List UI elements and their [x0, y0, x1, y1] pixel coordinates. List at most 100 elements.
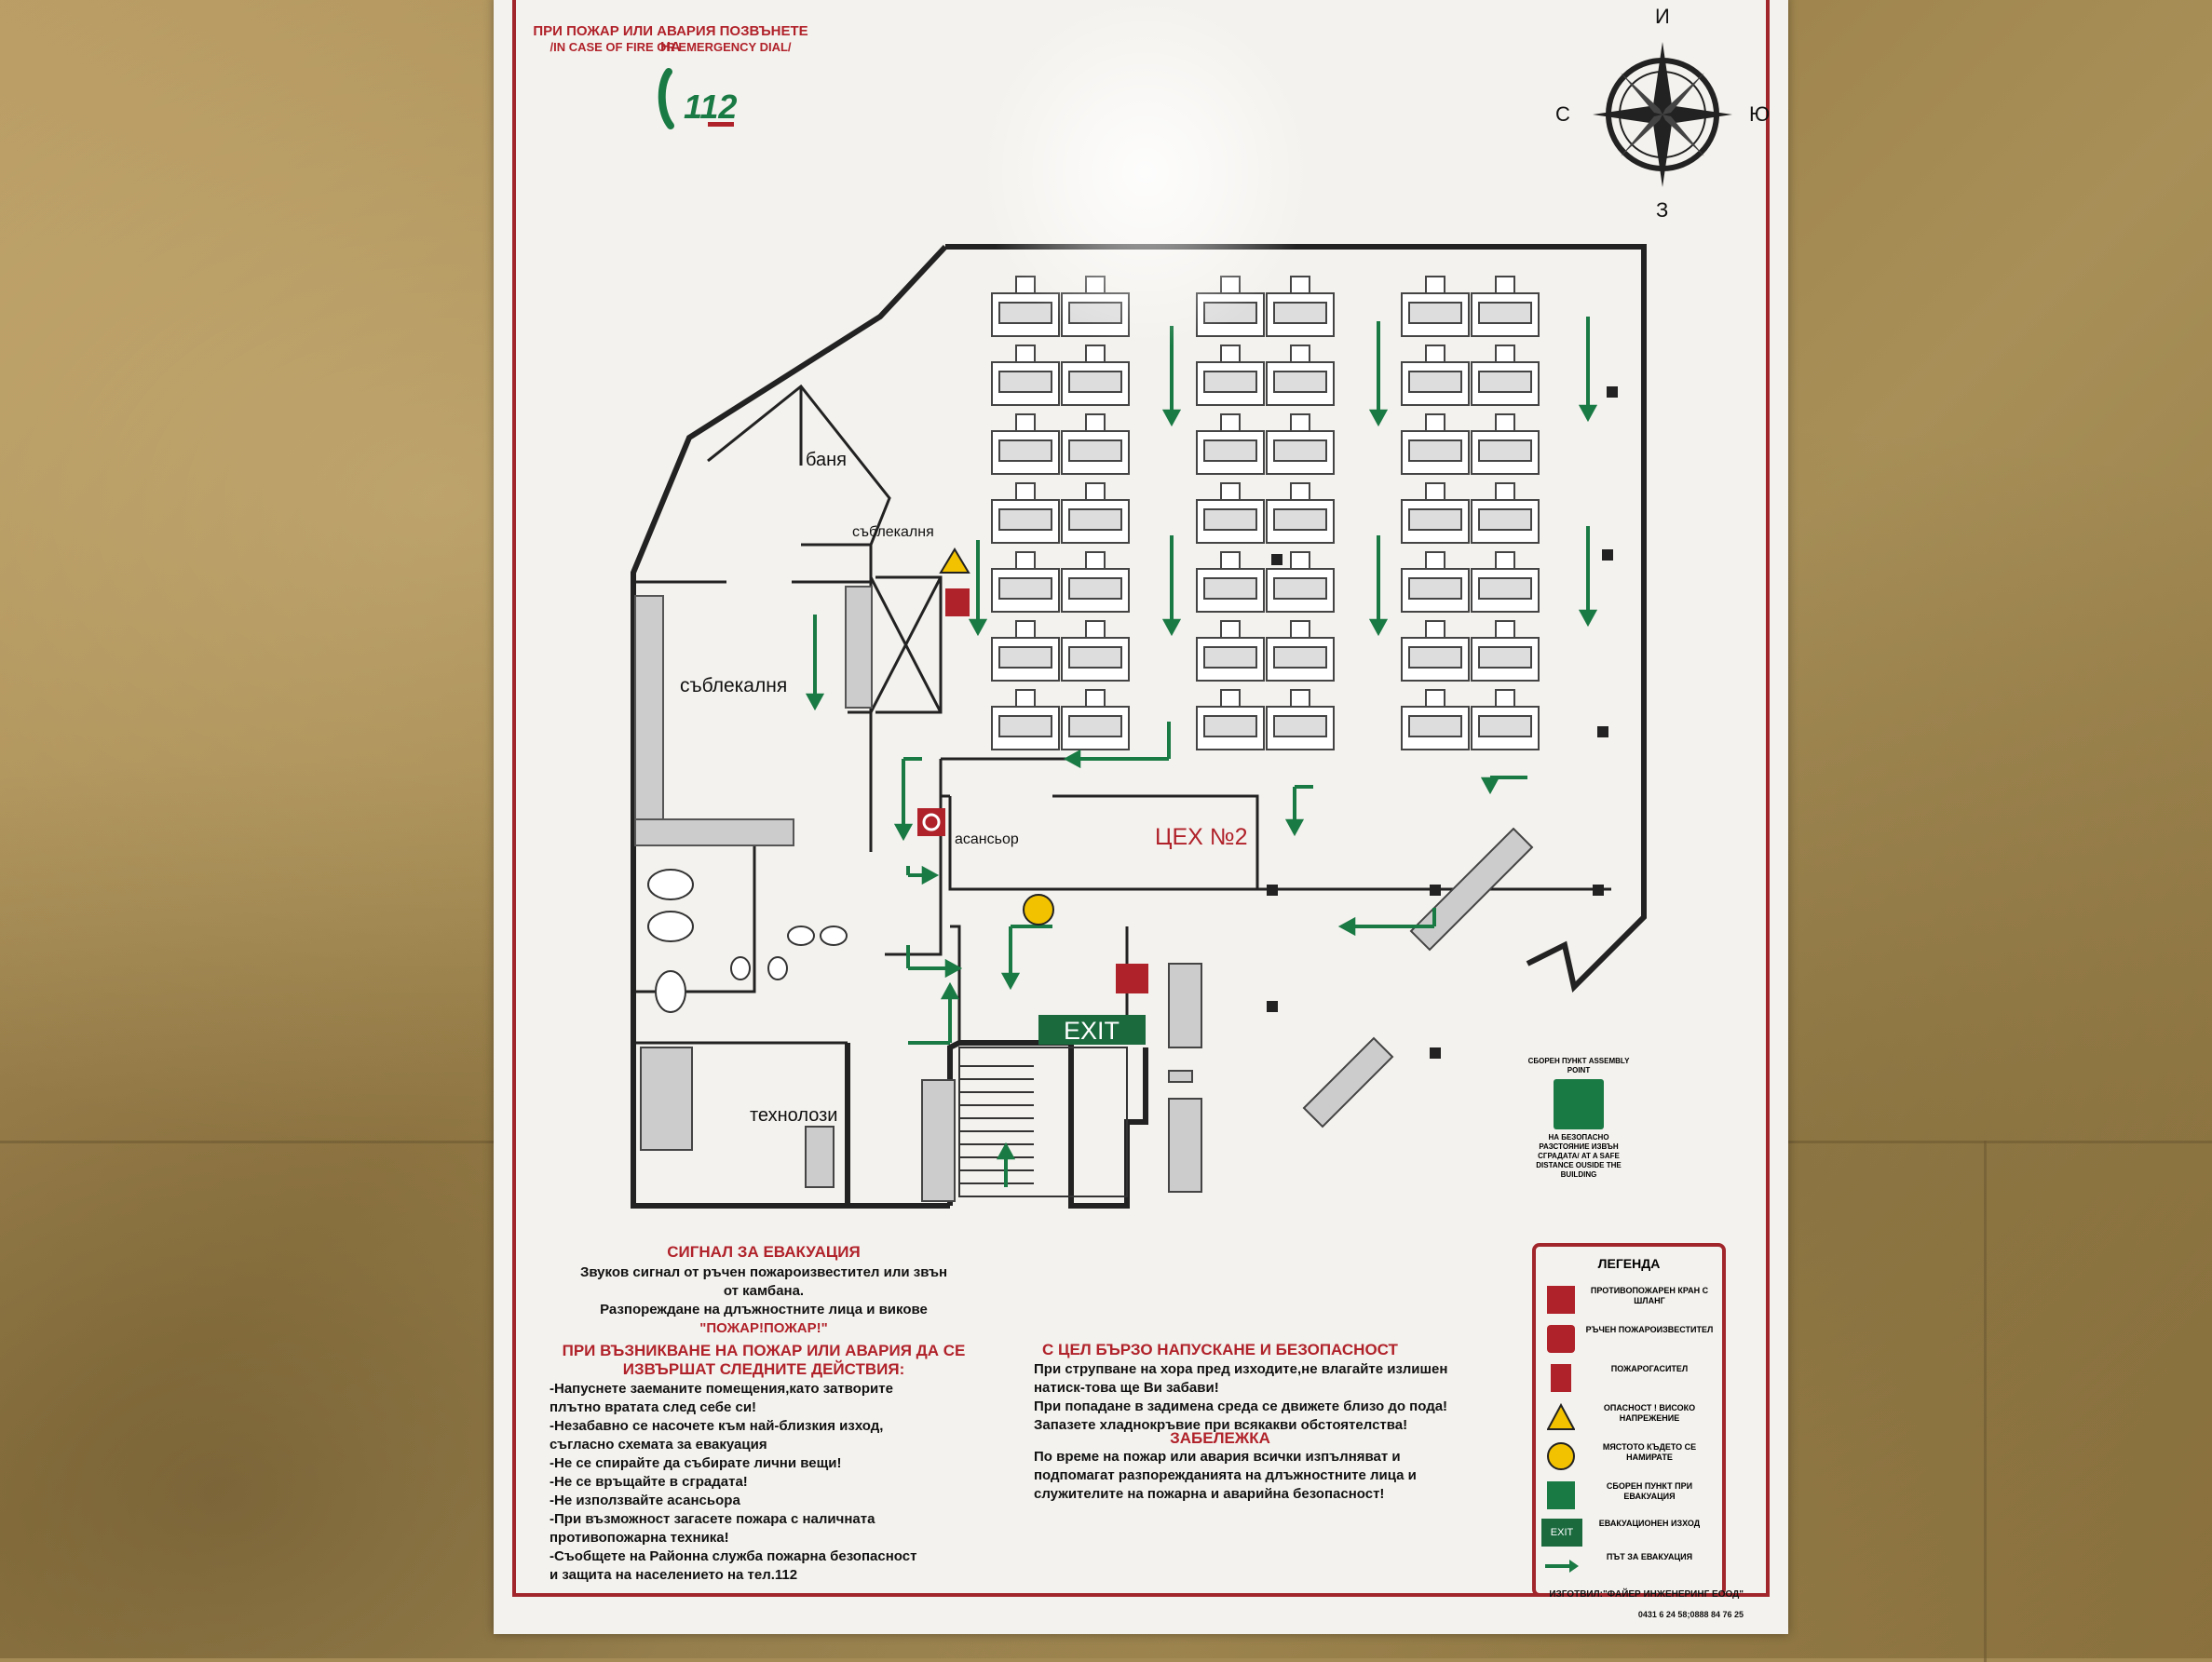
- legend-row: РЪЧЕН ПОЖАРОИЗВЕСТИТЕЛ: [1547, 1323, 1715, 1357]
- legend-row: ПЪТ ЗА ЕВАКУАЦИЯ: [1545, 1550, 1715, 1584]
- action-line: -Съобщете на Районна служба пожарна безо…: [550, 1548, 917, 1564]
- machine-desk: [1401, 413, 1470, 475]
- equipment: [640, 827, 1534, 1202]
- phone-112-logo: 112: [652, 61, 764, 135]
- evacuation-arrow-head: [1578, 609, 1598, 628]
- machine-desk: [991, 482, 1060, 544]
- machine-desk: [1471, 620, 1540, 682]
- room-label-changing-small: съблекалня: [852, 524, 934, 540]
- assembly-point: СБОРЕН ПУНКТ ASSEMBLY POINT НА БЕЗОПАСНО…: [1527, 1057, 1630, 1180]
- action-line: -Напуснете заеманите помещения,като затв…: [550, 1381, 893, 1397]
- machine-desk: [1266, 345, 1335, 406]
- evacuation-arrow-head: [1161, 618, 1182, 637]
- toilets: [647, 869, 848, 1013]
- machine-desk: [1196, 413, 1265, 475]
- machine-desk: [1266, 689, 1335, 750]
- legend-row: ПОЖАРОГАСИТЕЛ: [1547, 1362, 1715, 1396]
- machine-desk: [1401, 276, 1470, 337]
- evacuation-arrow-icon: [1545, 1560, 1579, 1573]
- compass-west: С: [1555, 102, 1570, 126]
- machine-desk: [1266, 482, 1335, 544]
- machine-desk: [1471, 689, 1540, 750]
- safety-line: При попадане в задимена среда се движете…: [1034, 1399, 1448, 1414]
- evacuation-arrow-head: [921, 865, 940, 885]
- evacuation-arrow-head: [1368, 409, 1389, 427]
- action-line: -Не използвайте асансьора: [550, 1493, 740, 1508]
- machine-desk: [1061, 620, 1130, 682]
- machine-desk: [1401, 551, 1470, 613]
- legend-box: ЛЕГЕНДА ПРОТИВОПОЖАРЕН КРАН С ШЛАНГ РЪЧЕ…: [1532, 1243, 1726, 1597]
- evacuation-arrow-head: [1284, 818, 1305, 837]
- machine-desk: [991, 620, 1060, 682]
- machine-desk: [1061, 551, 1130, 613]
- compass-south: З: [1656, 198, 1669, 222]
- extinguisher-icon: [945, 588, 970, 616]
- action-line: -Не се спирайте да събирате лични вещи!: [550, 1455, 842, 1471]
- assembly-title: СБОРЕН ПУНКТ ASSEMBLY POINT: [1527, 1057, 1630, 1074]
- evacuation-arrow-head: [1578, 404, 1598, 423]
- legend-label: ПОЖАРОГАСИТЕЛ: [1610, 1364, 1689, 1373]
- extinguisher-icon: [1551, 1364, 1571, 1392]
- legend-row: ПРОТИВОПОЖАРЕН КРАН С ШЛАНГ: [1547, 1284, 1715, 1317]
- note-list: По време на пожар или авария всички изпъ…: [1034, 1448, 1500, 1504]
- compass-east: Ю: [1749, 102, 1771, 126]
- compass-north: И: [1655, 5, 1670, 28]
- evacuation-plan-poster: ПРИ ПОЖАР ИЛИ АВАРИЯ ПОЗВЪНЕТЕ НА /IN CA…: [494, 0, 1788, 1634]
- signal-line-1: Звуков сигнал от ръчен пожароизвестител …: [579, 1264, 948, 1280]
- evacuation-arrow-head: [805, 693, 825, 711]
- exit-sign-label: EXIT: [1064, 1017, 1120, 1045]
- fire-hose-icon: [1547, 1286, 1575, 1314]
- legend-label: МЯСТОТО КЪДЕТО СЕ НАМИРАТЕ: [1602, 1442, 1697, 1462]
- machine-desk: [1471, 345, 1540, 406]
- machine-desk: [1401, 482, 1470, 544]
- note-heading: ЗАБЕЛЕЖКА: [1170, 1429, 1270, 1447]
- action-line: плътно вратата след себе си!: [550, 1399, 757, 1415]
- machine-desk: [1401, 689, 1470, 750]
- emergency-number: 112: [684, 88, 737, 126]
- high-voltage-icon: [939, 547, 970, 574]
- staircase: [958, 1047, 1128, 1197]
- signal-line-4: "ПОЖАР!ПОЖАР!": [699, 1320, 828, 1336]
- evacuation-routes: [805, 317, 1598, 1187]
- machine-desk: [1471, 551, 1540, 613]
- action-line: -Незабавно се насочете към най-близкия и…: [550, 1418, 884, 1434]
- evacuation-arrow-head: [1337, 916, 1356, 937]
- legend-row: СБОРЕН ПУНКТ ПРИ ЕВАКУАЦИЯ: [1547, 1480, 1715, 1513]
- evacuation-arrow-head: [1480, 777, 1500, 795]
- safety-line: Запазете хладнокръвие при всякакви обсто…: [1034, 1417, 1408, 1433]
- compass-icon: [1593, 42, 1732, 187]
- you-are-here-icon: [1547, 1442, 1575, 1470]
- machine-desk: [991, 413, 1060, 475]
- machine-desk: [991, 689, 1060, 750]
- legend-label: ПЪТ ЗА ЕВАКУАЦИЯ: [1606, 1552, 1693, 1561]
- evacuation-arrow-head: [968, 618, 988, 637]
- columns: [1267, 386, 1618, 1059]
- machine-desk: [1401, 345, 1470, 406]
- workshop-machines: [991, 276, 1540, 750]
- wall-seam-vertical: [1984, 1141, 1987, 1662]
- footer-phones: 0431 6 24 58;0888 84 76 25: [1637, 1610, 1744, 1619]
- evacuation-arrow-head: [996, 1142, 1016, 1160]
- signal-line-2: от камбана.: [723, 1283, 805, 1299]
- note-line: По време на пожар или авария всички изпъ…: [1034, 1449, 1401, 1465]
- machine-desk: [1196, 482, 1265, 544]
- machine-desk: [1061, 345, 1130, 406]
- action-line: и защита на населението на тел.112: [550, 1567, 798, 1583]
- light-glare: [978, 0, 1313, 349]
- safety-line: При струпване на хора пред изходите,не в…: [1034, 1361, 1448, 1377]
- evacuation-arrow-head: [1161, 409, 1182, 427]
- machine-desk: [1196, 345, 1265, 406]
- room-label-bath: баня: [806, 450, 847, 470]
- signal-text: Звуков сигнал от ръчен пожароизвестител …: [550, 1263, 978, 1338]
- machine-desk: [1471, 276, 1540, 337]
- evacuation-arrow-head: [1000, 972, 1021, 991]
- machine-desk: [1401, 620, 1470, 682]
- action-line: противопожарна техника!: [550, 1530, 729, 1546]
- actions-list: -Напуснете заеманите помещения,като затв…: [550, 1380, 987, 1585]
- legend-row: МЯСТОТО КЪДЕТО СЕ НАМИРАТЕ: [1547, 1440, 1715, 1474]
- actions-heading-1: ПРИ ВЪЗНИКВАНЕ НА ПОЖАР ИЛИ АВАРИЯ ДА СЕ: [562, 1342, 966, 1359]
- evacuation-arrow-head: [944, 958, 963, 979]
- legend-label: ОПАСНОСТ ! ВИСОКО НАПРЕЖЕНИЕ: [1603, 1403, 1696, 1423]
- footer-made-by: ИЗГОТВИЛ:"ФАЙЕР ИНЖЕНЕРИНГ ЕООД": [1549, 1589, 1744, 1600]
